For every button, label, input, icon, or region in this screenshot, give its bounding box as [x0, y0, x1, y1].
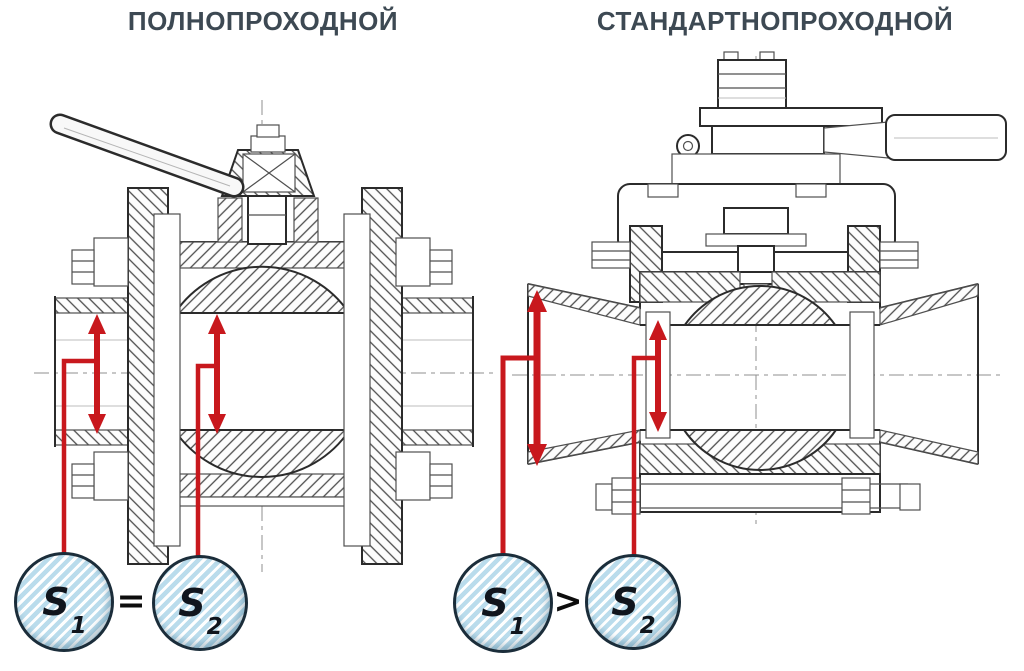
left-s2-label: S2 [178, 581, 223, 640]
top-works [671, 51, 1007, 185]
ball [172, 265, 352, 478]
right-s1-dimension [500, 290, 547, 555]
right-flange [343, 187, 403, 565]
right-relation-symbol: > [553, 581, 583, 622]
right-s1-circle: S1 [453, 553, 553, 653]
bottom-plate [595, 473, 921, 515]
right-s1-label: S1 [481, 581, 526, 640]
flange-bolt-top-right [395, 237, 453, 287]
right-valve-title: СТАНДАРТНОПРОХОДНОЙ [596, 6, 954, 36]
ball-seats [645, 311, 875, 439]
flange-bolt-top-left [71, 237, 129, 287]
right-ball [682, 285, 838, 471]
left-s1-dimension [61, 314, 106, 554]
left-relation-symbol: = [116, 581, 146, 622]
flange-bolt-bottom-left [71, 451, 129, 501]
lever-handle [49, 113, 245, 198]
left-s2-circle: S2 [152, 555, 248, 651]
right-s2-label: S2 [611, 580, 656, 639]
stem-assembly [217, 124, 319, 245]
dimension-annotations [61, 290, 667, 557]
right-s2-dimension [631, 320, 667, 556]
left-s2-dimension [195, 314, 226, 557]
full-bore-valve-drawing [34, 100, 496, 572]
left-flange [127, 187, 181, 565]
flange-bolt-bottom-right [395, 451, 453, 501]
left-s1-circle: S1 [14, 552, 114, 652]
left-s1-label: S1 [42, 580, 87, 639]
left-valve-title: ПОЛНОПРОХОДНОЙ [127, 6, 399, 36]
standard-bore-valve-drawing [512, 51, 1007, 524]
right-s2-circle: S2 [585, 554, 681, 650]
